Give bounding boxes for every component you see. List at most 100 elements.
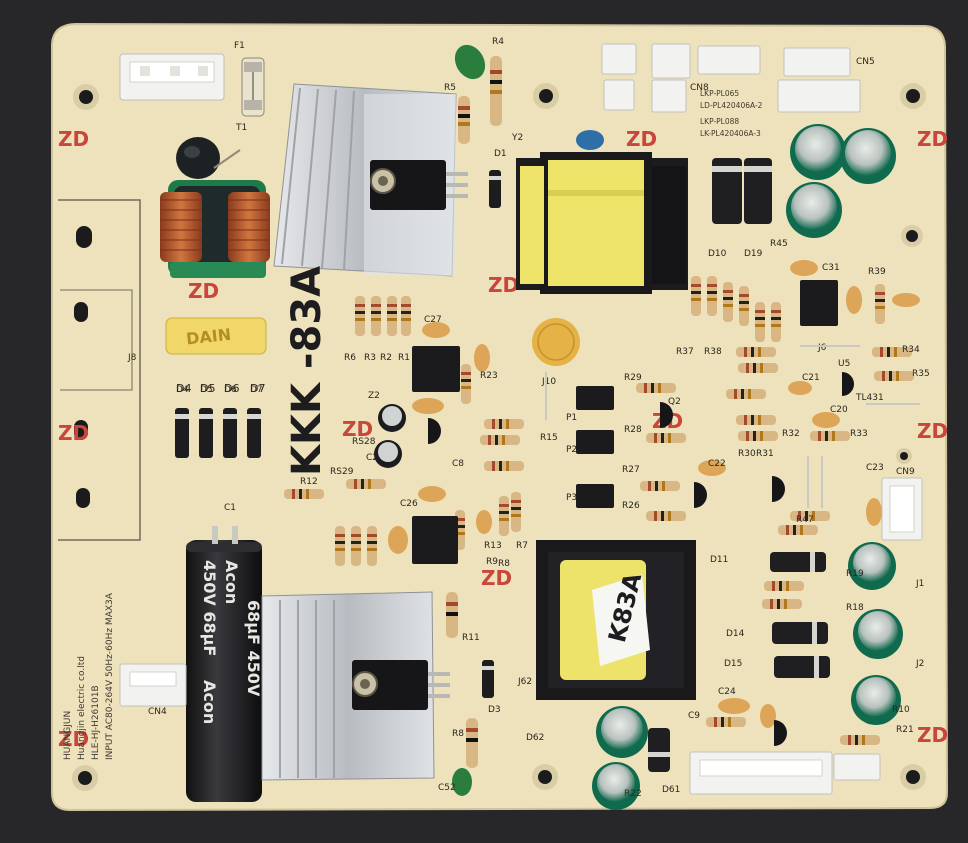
ref-label: R27 (622, 465, 640, 475)
resistor-vertical (511, 492, 521, 532)
ref-label: C23 (866, 463, 884, 473)
resistor-horizontal (646, 511, 686, 521)
resistor-horizontal (762, 599, 802, 609)
ref-label: R10 (892, 705, 910, 715)
ref-label: R35 (912, 369, 930, 379)
ref-label: D1 (494, 149, 507, 159)
zd-mark: ZD (481, 566, 512, 590)
ref-label: C24 (718, 687, 736, 697)
board-info-silk: HUANGJUN Huangjin electric co.ltd HLE-HJ… (63, 592, 115, 760)
right-silk-text: LKP-PL065 LD-PL420406A-2 LKP-PL088 LK-PL… (700, 89, 763, 138)
input-connector (119, 53, 225, 101)
ic-packages (412, 280, 838, 564)
resistor-horizontal (738, 431, 778, 441)
ref-label: D4 (176, 385, 189, 395)
small-electrolytics (374, 404, 406, 468)
ref-label: R47 (796, 515, 814, 525)
ref-label: R23 (480, 371, 498, 381)
resistor-horizontal (636, 383, 676, 393)
resistor-horizontal (790, 511, 830, 521)
resistor-field (284, 276, 914, 745)
zd-mark: ZD (488, 273, 519, 297)
diode-d1 (489, 170, 501, 208)
resistor-horizontal (640, 481, 680, 491)
ref-label: J6 (817, 343, 827, 353)
resistor-horizontal (480, 435, 520, 445)
ref-label: R6 (344, 353, 356, 363)
zd-mark: ZD (626, 127, 657, 151)
output-caps-right (592, 542, 903, 810)
ref-label: CN5 (856, 57, 875, 67)
silk-info-3: HLE-HJ-H26101B (91, 685, 101, 760)
ref-label: J10 (541, 377, 556, 387)
resistor-vertical (723, 282, 733, 322)
ref-label: CN8 (690, 83, 709, 93)
ref-label: U5 (838, 359, 850, 369)
resistor-vertical (461, 364, 471, 404)
ref-label: R19 (846, 569, 864, 579)
ref-label: R7 (516, 541, 528, 551)
resistor-vertical (335, 526, 345, 566)
resistor-horizontal (874, 371, 914, 381)
resistor-horizontal (726, 389, 766, 399)
ref-label: R21 (896, 725, 914, 735)
ref-label: J8 (127, 353, 137, 363)
ref-label: R8 (452, 729, 464, 739)
ref-label: D3 (488, 705, 501, 715)
silk-line-2: LD-PL420406A-2 (700, 101, 763, 110)
ref-label: P1 (566, 413, 577, 423)
ceramic-cap-c4 (454, 44, 486, 80)
ref-label: R45 (770, 239, 788, 249)
svg-text:D7: D7 (250, 382, 265, 395)
zd-mark: ZD (58, 421, 89, 445)
bulk-cap-brand-1: Acon (222, 560, 241, 604)
schottky-diodes (648, 552, 830, 772)
fuse-f1 (241, 57, 265, 117)
ref-label: R28 (624, 425, 642, 435)
resistor-vertical (755, 302, 765, 342)
svg-text:D6: D6 (224, 382, 239, 395)
ref-label: D14 (726, 629, 745, 639)
rectifier-diodes (712, 158, 772, 224)
ref-label: Z2 (368, 391, 380, 401)
ref-label: C22 (708, 459, 726, 469)
ref-label: R37 (676, 347, 694, 357)
qc-sticker (532, 318, 580, 366)
ref-label: D11 (710, 555, 728, 565)
resistor-horizontal (738, 363, 778, 373)
small-ceramic-caps (388, 260, 920, 728)
zd-mark: ZD (58, 127, 89, 151)
ref-label: R4 (492, 37, 504, 47)
svg-text:D4: D4 (176, 382, 191, 395)
ref-label: D6 (224, 385, 237, 395)
ref-label: R3 (364, 353, 376, 363)
ref-label: R5 (444, 83, 456, 93)
common-mode-choke (160, 180, 270, 278)
resistors-bottom-middle (446, 592, 494, 796)
ref-label: R8 (498, 559, 510, 569)
ref-label: R1 (398, 353, 410, 363)
ref-label: R2 (380, 353, 392, 363)
ref-label: T1 (235, 123, 247, 133)
ref-label: CN4 (148, 707, 167, 717)
ref-label: R12 (300, 477, 318, 487)
resistor-horizontal (764, 581, 804, 591)
zd-mark: ZD (917, 419, 948, 443)
silk-info-4: INPUT AC80-264V 50Hz-60Hz MAX3A (105, 592, 115, 760)
resistor-vertical (401, 296, 411, 336)
ref-label: R33 (850, 429, 868, 439)
top-right-connectors (601, 43, 861, 113)
ref-label: R32 (782, 429, 800, 439)
connector-cn4 (119, 663, 187, 707)
ref-label: RS29 (330, 467, 354, 477)
silk-info-2: Huangjin electric co.ltd (77, 656, 87, 760)
zd-mark: ZD (188, 279, 219, 303)
resistor-vertical (771, 302, 781, 342)
ref-label: R13 (484, 541, 502, 551)
ref-label: P3 (566, 493, 577, 503)
bulk-cap-rating-2: 68µF 450V (244, 600, 263, 697)
ref-label: C9 (688, 711, 700, 721)
heatsink-top (273, 83, 468, 277)
